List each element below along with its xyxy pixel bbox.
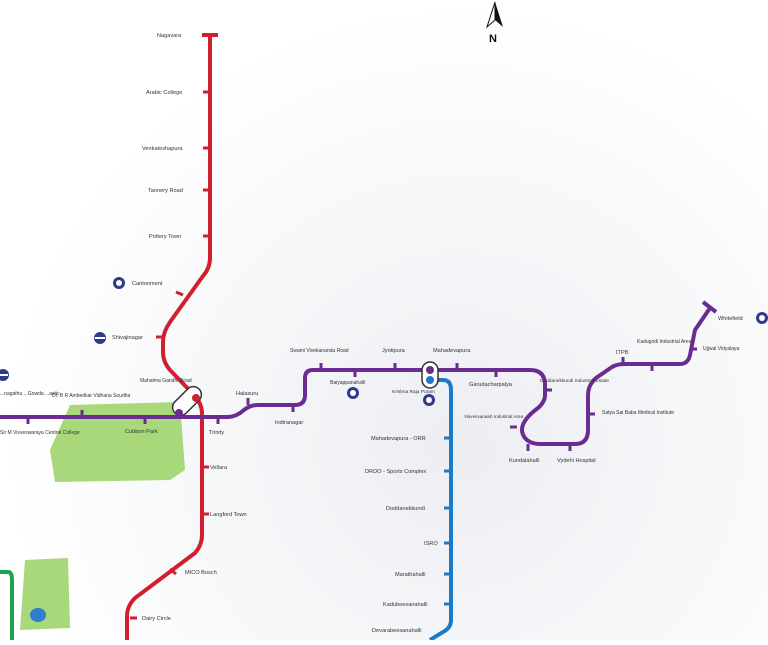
- station-label[interactable]: Swami Vivekananda Road: [290, 348, 349, 354]
- north-label: N: [489, 33, 497, 45]
- station-label[interactable]: Pottery Town: [149, 234, 181, 240]
- station-label[interactable]: Indiranagar: [275, 420, 303, 426]
- station-label[interactable]: Mahadevapura - ORR: [371, 436, 426, 442]
- station-label[interactable]: Shivajinagar: [112, 335, 143, 341]
- railway-station-icon: [423, 394, 435, 406]
- station-label[interactable]: Dr. B R Ambedkar Vidhana Soudha: [52, 393, 131, 399]
- railway-station-icon: [113, 277, 125, 289]
- station-ticks: [26, 90, 697, 620]
- station-label[interactable]: Arabic College: [146, 90, 182, 96]
- station-label[interactable]: Garudacharpalya: [469, 382, 513, 388]
- station-label[interactable]: Krishna Raja Puram: [392, 389, 435, 395]
- station-label[interactable]: Kadugodi Industrial Area: [637, 339, 692, 345]
- station-label[interactable]: Marathahalli: [395, 572, 425, 578]
- station-label[interactable]: Satya Sai Baba Medical Institute: [602, 410, 674, 416]
- station-label[interactable]: Dairy Circle: [142, 616, 171, 622]
- partial-station-label: ...nagathu ...Gowda ...astic: [0, 391, 60, 397]
- railway-station-icon: [756, 312, 768, 324]
- interchange-mg-road[interactable]: [169, 383, 204, 418]
- station-label[interactable]: Jyotipura: [382, 348, 406, 354]
- interchange-kr-puram[interactable]: [421, 361, 439, 389]
- cubbon-park-area: [50, 402, 185, 482]
- green-line: [0, 570, 14, 640]
- station-label[interactable]: DRDO - Sports Complex: [365, 469, 426, 475]
- station-label[interactable]: Doddanekkundi Industrial Estate: [540, 378, 609, 384]
- station-label[interactable]: Whitefield: [718, 316, 743, 322]
- station-label[interactable]: ISRO: [424, 541, 438, 547]
- station-label[interactable]: Langford Town: [210, 512, 247, 518]
- bus-station-icon: [94, 332, 106, 344]
- station-label[interactable]: Vydehi Hospital: [557, 458, 596, 464]
- station-label[interactable]: Baiyappanahalli: [330, 380, 365, 386]
- station-label[interactable]: Mahadevapura: [433, 348, 471, 354]
- station-label[interactable]: Trinity: [209, 430, 224, 436]
- station-label[interactable]: Kundalahalli: [509, 458, 539, 464]
- station-label[interactable]: Tannery Road: [148, 188, 183, 194]
- station-label[interactable]: Venkateshapura: [142, 146, 183, 152]
- lake: [30, 608, 46, 622]
- station-label[interactable]: Sir M Visveswaraya Central College: [0, 430, 80, 436]
- red-line: [125, 35, 212, 640]
- station-label[interactable]: ITPB: [616, 350, 629, 356]
- station-label[interactable]: Doddanekkundi: [386, 506, 425, 512]
- station-label[interactable]: Devarabeesanahalli: [372, 628, 421, 634]
- station-label[interactable]: Cantonment: [132, 281, 163, 287]
- station-label[interactable]: Kadubeesanahalli: [383, 602, 427, 608]
- station-label[interactable]: Mahatma Gandhi Road: [140, 378, 192, 384]
- railway-station-icon: [347, 387, 359, 399]
- bus-station-icon: [0, 369, 9, 381]
- station-label[interactable]: Visvesvaraiah Industrial Area: [464, 414, 524, 419]
- station-label[interactable]: Nagavara: [157, 33, 182, 39]
- station-label[interactable]: Halasuru: [236, 391, 258, 397]
- station-label[interactable]: Ujjwal Vidyalaya: [703, 346, 740, 352]
- transit-icons: [0, 277, 768, 406]
- station-label[interactable]: Cubbon Park: [125, 429, 158, 435]
- blue-line: [428, 378, 453, 642]
- station-label[interactable]: Vellara: [210, 465, 228, 471]
- north-arrow-icon: N: [485, 1, 503, 45]
- purple-line-terminus: [701, 300, 718, 314]
- station-label[interactable]: MICO Bosch: [185, 570, 217, 576]
- park-area: [20, 558, 70, 630]
- purple-line: [0, 306, 712, 446]
